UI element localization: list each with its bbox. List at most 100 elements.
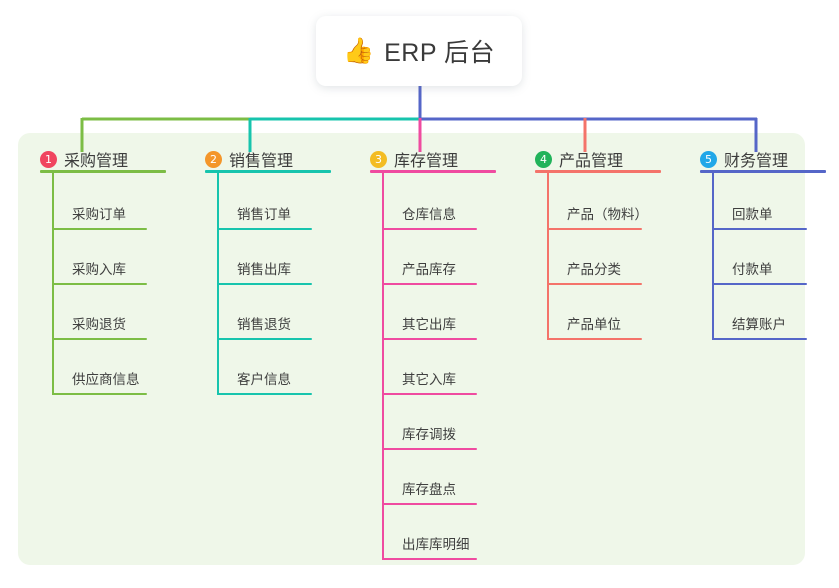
leaf-rule (382, 448, 477, 450)
branch-header-5[interactable]: 5 财务管理 (700, 133, 838, 173)
leaf-rule (217, 338, 312, 340)
leaf-rule (382, 283, 477, 285)
leaf-item[interactable]: 产品单位 (547, 285, 678, 340)
leaf-rule (712, 283, 807, 285)
branch-title-1: 采购管理 (64, 153, 129, 170)
leaf-item[interactable]: 供应商信息 (52, 340, 183, 395)
leaf-label: 采购入库 (72, 262, 126, 277)
leaf-item[interactable]: 出库库明细 (382, 505, 513, 560)
leaf-item[interactable]: 其它出库 (382, 285, 513, 340)
leaf-label: 产品（物料） (567, 207, 648, 222)
leaf-item[interactable]: 仓库信息 (382, 175, 513, 230)
leaf-rule (52, 283, 147, 285)
branch-rule-4 (535, 170, 661, 173)
leaf-item[interactable]: 付款单 (712, 230, 838, 285)
leaf-label: 回款单 (732, 207, 773, 222)
branch-badge-2: 2 (205, 150, 222, 168)
leaf-item[interactable]: 采购退货 (52, 285, 183, 340)
leaf-item[interactable]: 产品库存 (382, 230, 513, 285)
branch-title-3: 库存管理 (394, 153, 459, 170)
leaf-label: 出库库明细 (402, 537, 470, 552)
leaf-item[interactable]: 回款单 (712, 175, 838, 230)
leaf-label: 产品库存 (402, 262, 456, 277)
leaf-label: 库存调拨 (402, 427, 456, 442)
leaf-rule (382, 503, 477, 505)
thumbs-up-icon: 👍 (342, 36, 375, 65)
root-node-card[interactable]: 👍 ERP 后台 (316, 16, 522, 86)
leaf-label: 供应商信息 (72, 372, 140, 387)
leaf-rule (52, 338, 147, 340)
branch-header-2[interactable]: 2 销售管理 (205, 133, 348, 173)
leaf-label: 结算账户 (732, 317, 786, 332)
leaf-item[interactable]: 销售出库 (217, 230, 348, 285)
branch-badge-5: 5 (700, 150, 717, 168)
branch-column-3: 3 库存管理 仓库信息 产品库存 其它出库 其它 (348, 133, 513, 565)
root-title: ERP 后台 (384, 39, 496, 67)
leaf-rule (382, 338, 477, 340)
leaf-spine-3 (382, 173, 384, 560)
leaf-item[interactable]: 库存盘点 (382, 450, 513, 505)
leaf-rule (217, 228, 312, 230)
leaf-label: 仓库信息 (402, 207, 456, 222)
leaf-label: 付款单 (732, 262, 773, 277)
branch-title-2: 销售管理 (229, 153, 294, 170)
leaf-rule (52, 228, 147, 230)
branch-column-5: 5 财务管理 回款单 付款单 结算账户 (678, 133, 838, 565)
leaf-list-5: 回款单 付款单 结算账户 (712, 173, 838, 340)
branch-rule-3 (370, 170, 496, 173)
leaf-rule (217, 393, 312, 395)
leaf-item[interactable]: 销售订单 (217, 175, 348, 230)
branch-rule-2 (205, 170, 331, 173)
leaf-label: 库存盘点 (402, 482, 456, 497)
branch-header-1[interactable]: 1 采购管理 (40, 133, 183, 173)
branch-header-3[interactable]: 3 库存管理 (370, 133, 513, 173)
leaf-label: 采购退货 (72, 317, 126, 332)
branch-panel (18, 133, 805, 565)
leaf-rule (547, 338, 642, 340)
leaf-rule (52, 393, 147, 395)
leaf-rule (712, 338, 807, 340)
leaf-label: 销售订单 (237, 207, 291, 222)
leaf-list-3: 仓库信息 产品库存 其它出库 其它入库 库存调拨 (382, 173, 513, 560)
leaf-label: 客户信息 (237, 372, 291, 387)
branch-badge-3: 3 (370, 150, 387, 168)
leaf-item[interactable]: 销售退货 (217, 285, 348, 340)
leaf-label: 产品分类 (567, 262, 621, 277)
leaf-item[interactable]: 采购入库 (52, 230, 183, 285)
leaf-list-4: 产品（物料） 产品分类 产品单位 (547, 173, 678, 340)
branch-column-4: 4 产品管理 产品（物料） 产品分类 产品单位 (513, 133, 678, 565)
leaf-rule (217, 283, 312, 285)
leaf-spine-5 (712, 173, 714, 340)
leaf-label: 产品单位 (567, 317, 621, 332)
branch-badge-1: 1 (40, 150, 57, 168)
branch-columns: 1 采购管理 采购订单 采购入库 采购退货 供应 (18, 133, 826, 565)
leaf-spine-4 (547, 173, 549, 340)
leaf-item[interactable]: 库存调拨 (382, 395, 513, 450)
leaf-item[interactable]: 结算账户 (712, 285, 838, 340)
leaf-label: 销售出库 (237, 262, 291, 277)
leaf-label: 其它入库 (402, 372, 456, 387)
leaf-item[interactable]: 采购订单 (52, 175, 183, 230)
branch-title-4: 产品管理 (559, 153, 624, 170)
branch-badge-4: 4 (535, 150, 552, 168)
leaf-item[interactable]: 客户信息 (217, 340, 348, 395)
branch-rule-5 (700, 170, 826, 173)
leaf-rule (382, 558, 477, 560)
branch-title-5: 财务管理 (724, 153, 789, 170)
leaf-label: 采购订单 (72, 207, 126, 222)
leaf-list-1: 采购订单 采购入库 采购退货 供应商信息 (52, 173, 183, 395)
branch-rule-1 (40, 170, 166, 173)
branch-column-2: 2 销售管理 销售订单 销售出库 销售退货 客户 (183, 133, 348, 565)
leaf-rule (712, 228, 807, 230)
leaf-rule (382, 228, 477, 230)
leaf-label: 销售退货 (237, 317, 291, 332)
branch-column-1: 1 采购管理 采购订单 采购入库 采购退货 供应 (18, 133, 183, 565)
leaf-label: 其它出库 (402, 317, 456, 332)
leaf-item[interactable]: 其它入库 (382, 340, 513, 395)
leaf-rule (547, 228, 642, 230)
branch-header-4[interactable]: 4 产品管理 (535, 133, 678, 173)
leaf-item[interactable]: 产品分类 (547, 230, 678, 285)
leaf-list-2: 销售订单 销售出库 销售退货 客户信息 (217, 173, 348, 395)
leaf-item[interactable]: 产品（物料） (547, 175, 678, 230)
